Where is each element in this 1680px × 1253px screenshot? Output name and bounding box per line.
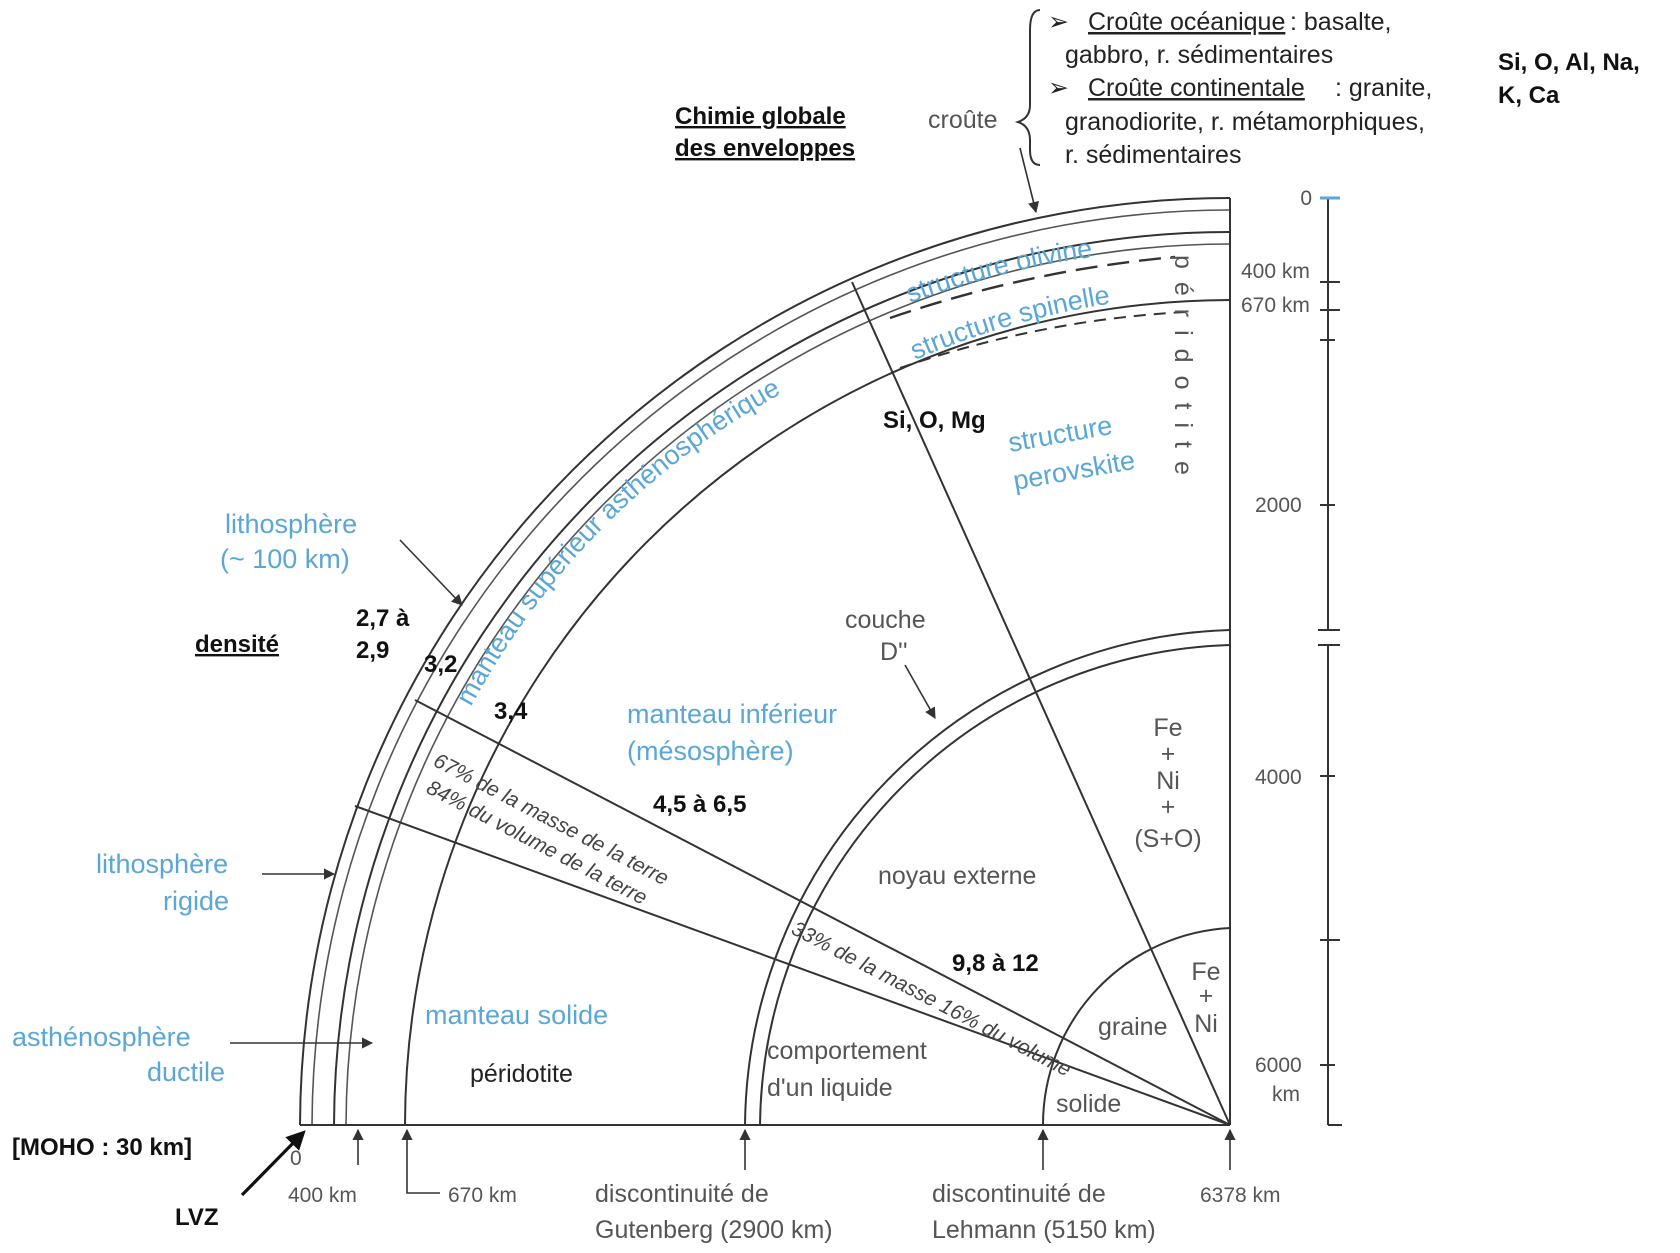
fe-ni: Fe + Ni [1191, 958, 1220, 1038]
chem-title-line1: Chimie globale [675, 103, 846, 130]
radial-line-mass-top [414, 699, 1231, 1126]
depth-400-label: 400 km [1241, 260, 1310, 283]
chem-title-line2: des enveloppes [675, 135, 855, 162]
lehmann-arc [1041, 927, 1231, 1126]
density-4-5-6-5: 4,5 à 6,5 [653, 791, 746, 818]
radial-line-mass-bottom [354, 805, 1231, 1126]
litho-rigide-line2: rigide [163, 886, 229, 916]
lower-mantle-line1: manteau inférieur [627, 699, 837, 729]
continental-rest: : granite, [1335, 74, 1432, 102]
gutenberg-line1: discontinuité de [595, 1180, 769, 1208]
bottom-670-label: 670 km [448, 1184, 517, 1207]
astheno-line2: ductile [147, 1057, 225, 1087]
arc-670km [404, 299, 1231, 1126]
lvz-arrow [240, 1130, 306, 1197]
oceanic-title: Croûte océanique [1088, 8, 1285, 36]
fe-ni-0: Fe [1191, 958, 1220, 986]
bottom-0-label: 0 [290, 1147, 302, 1170]
crust-arrow [1019, 147, 1039, 214]
fe-ni-s-o-2: Ni [1156, 767, 1180, 795]
density-3-4: 3,4 [494, 698, 528, 725]
couche-line2: D'' [880, 638, 908, 666]
bullet-continental: ➢ [1048, 74, 1069, 102]
arrow-670km [401, 1128, 440, 1194]
lithosphere-base-arc [333, 231, 1231, 1126]
depth-6000-label: 6000 [1255, 1054, 1302, 1077]
peridotite-label: péridotite [470, 1060, 573, 1088]
crust-elements-line2: K, Ca [1498, 82, 1560, 109]
density-crust-line2: 2,9 [356, 637, 389, 664]
outer-core-label: noyau externe [878, 862, 1036, 890]
peridotite-vertical: péridotite [1169, 255, 1197, 488]
earth-quadrant [299, 197, 1231, 1126]
fe-ni-s-o-1: + [1161, 740, 1176, 768]
lithosphere-label-line2: (~ 100 km) [220, 544, 350, 574]
moho-label: [MOHO : 30 km] [12, 1134, 192, 1161]
liquid-line2: d'un liquide [767, 1074, 893, 1102]
gutenberg-line2: Gutenberg (2900 km) [595, 1216, 833, 1244]
crust-elements-line1: Si, O, Al, Na, [1498, 49, 1640, 76]
depth-670-label: 670 km [1241, 294, 1310, 317]
si-o-mg: Si, O, Mg [883, 407, 986, 434]
moho-arc [311, 209, 1231, 1126]
peridotite-vertical-text: péridotite [1169, 255, 1197, 488]
density-crust-line1: 2,7 à [356, 605, 410, 632]
depth-axis: 0 400 km 670 km 2000 4000 6000 km [1241, 187, 1342, 1126]
bottom-400-label: 400 km [288, 1184, 357, 1207]
crust-box: ➢ Croûte océanique : basalte, gabbro, r.… [928, 8, 1640, 214]
manteau-solide-label: manteau solide [425, 1000, 608, 1030]
fe-ni-s-o: Fe + Ni + (S+O) [1134, 714, 1201, 853]
bullet-oceanic: ➢ [1048, 8, 1069, 36]
oceanic-rest: : basalte, [1290, 8, 1391, 36]
fe-ni-2: Ni [1194, 1010, 1218, 1038]
crust-label: croûte [928, 106, 997, 134]
density-label: densité [195, 631, 279, 658]
couche-arrow [904, 664, 936, 719]
surface-arc [299, 197, 1231, 1126]
astheno-line1: asthénosphère [12, 1022, 191, 1052]
fe-ni-1: + [1199, 982, 1214, 1010]
lithosphere-label-line1: lithosphère [225, 509, 357, 539]
lithosphere-arrow [399, 539, 463, 606]
fe-ni-s-o-3: + [1161, 793, 1176, 821]
density-9-8-12: 9,8 à 12 [952, 950, 1039, 977]
upper-mantle-label: manteau supérieur asthénosphérique [450, 372, 785, 709]
density-3-2: 3,2 [424, 651, 457, 678]
fe-ni-s-o-0: Fe [1153, 714, 1182, 742]
lower-mantle-line2: (mésosphère) [627, 736, 794, 766]
couche-line1: couche [845, 606, 926, 634]
graine-label: graine [1098, 1013, 1168, 1041]
lvz-label: LVZ [175, 1204, 219, 1231]
lehmann-line1: discontinuité de [932, 1180, 1106, 1208]
depth-4000-label: 4000 [1255, 766, 1302, 789]
bottom-axis: 0 400 km 670 km discontinuité de Gutenbe… [288, 1128, 1281, 1244]
depth-km-label: km [1272, 1083, 1300, 1106]
gutenberg-inner-arc [759, 644, 1231, 1126]
radial-line-upper [851, 281, 1231, 1126]
arc-400km [345, 243, 1231, 1126]
continental-line3: r. sédimentaires [1065, 141, 1241, 169]
solide-label: solide [1056, 1090, 1121, 1118]
lehmann-line2: Lehmann (5150 km) [932, 1216, 1156, 1244]
liquid-line1: comportement [767, 1037, 927, 1065]
oceanic-line2: gabbro, r. sédimentaires [1065, 41, 1333, 69]
continental-line2: granodiorite, r. métamorphiques, [1065, 108, 1425, 136]
bottom-6378-label: 6378 km [1200, 1184, 1281, 1207]
depth-2000-label: 2000 [1255, 494, 1302, 517]
fe-ni-s-o-4: (S+O) [1134, 825, 1201, 853]
gutenberg-arc [744, 629, 1231, 1126]
litho-rigide-line1: lithosphère [96, 849, 228, 879]
dashed-670km [899, 311, 1186, 369]
crust-brace [1014, 9, 1041, 166]
continental-title: Croûte continentale [1088, 74, 1305, 102]
depth-0-label: 0 [1300, 187, 1312, 210]
dashed-400km [889, 255, 1176, 320]
